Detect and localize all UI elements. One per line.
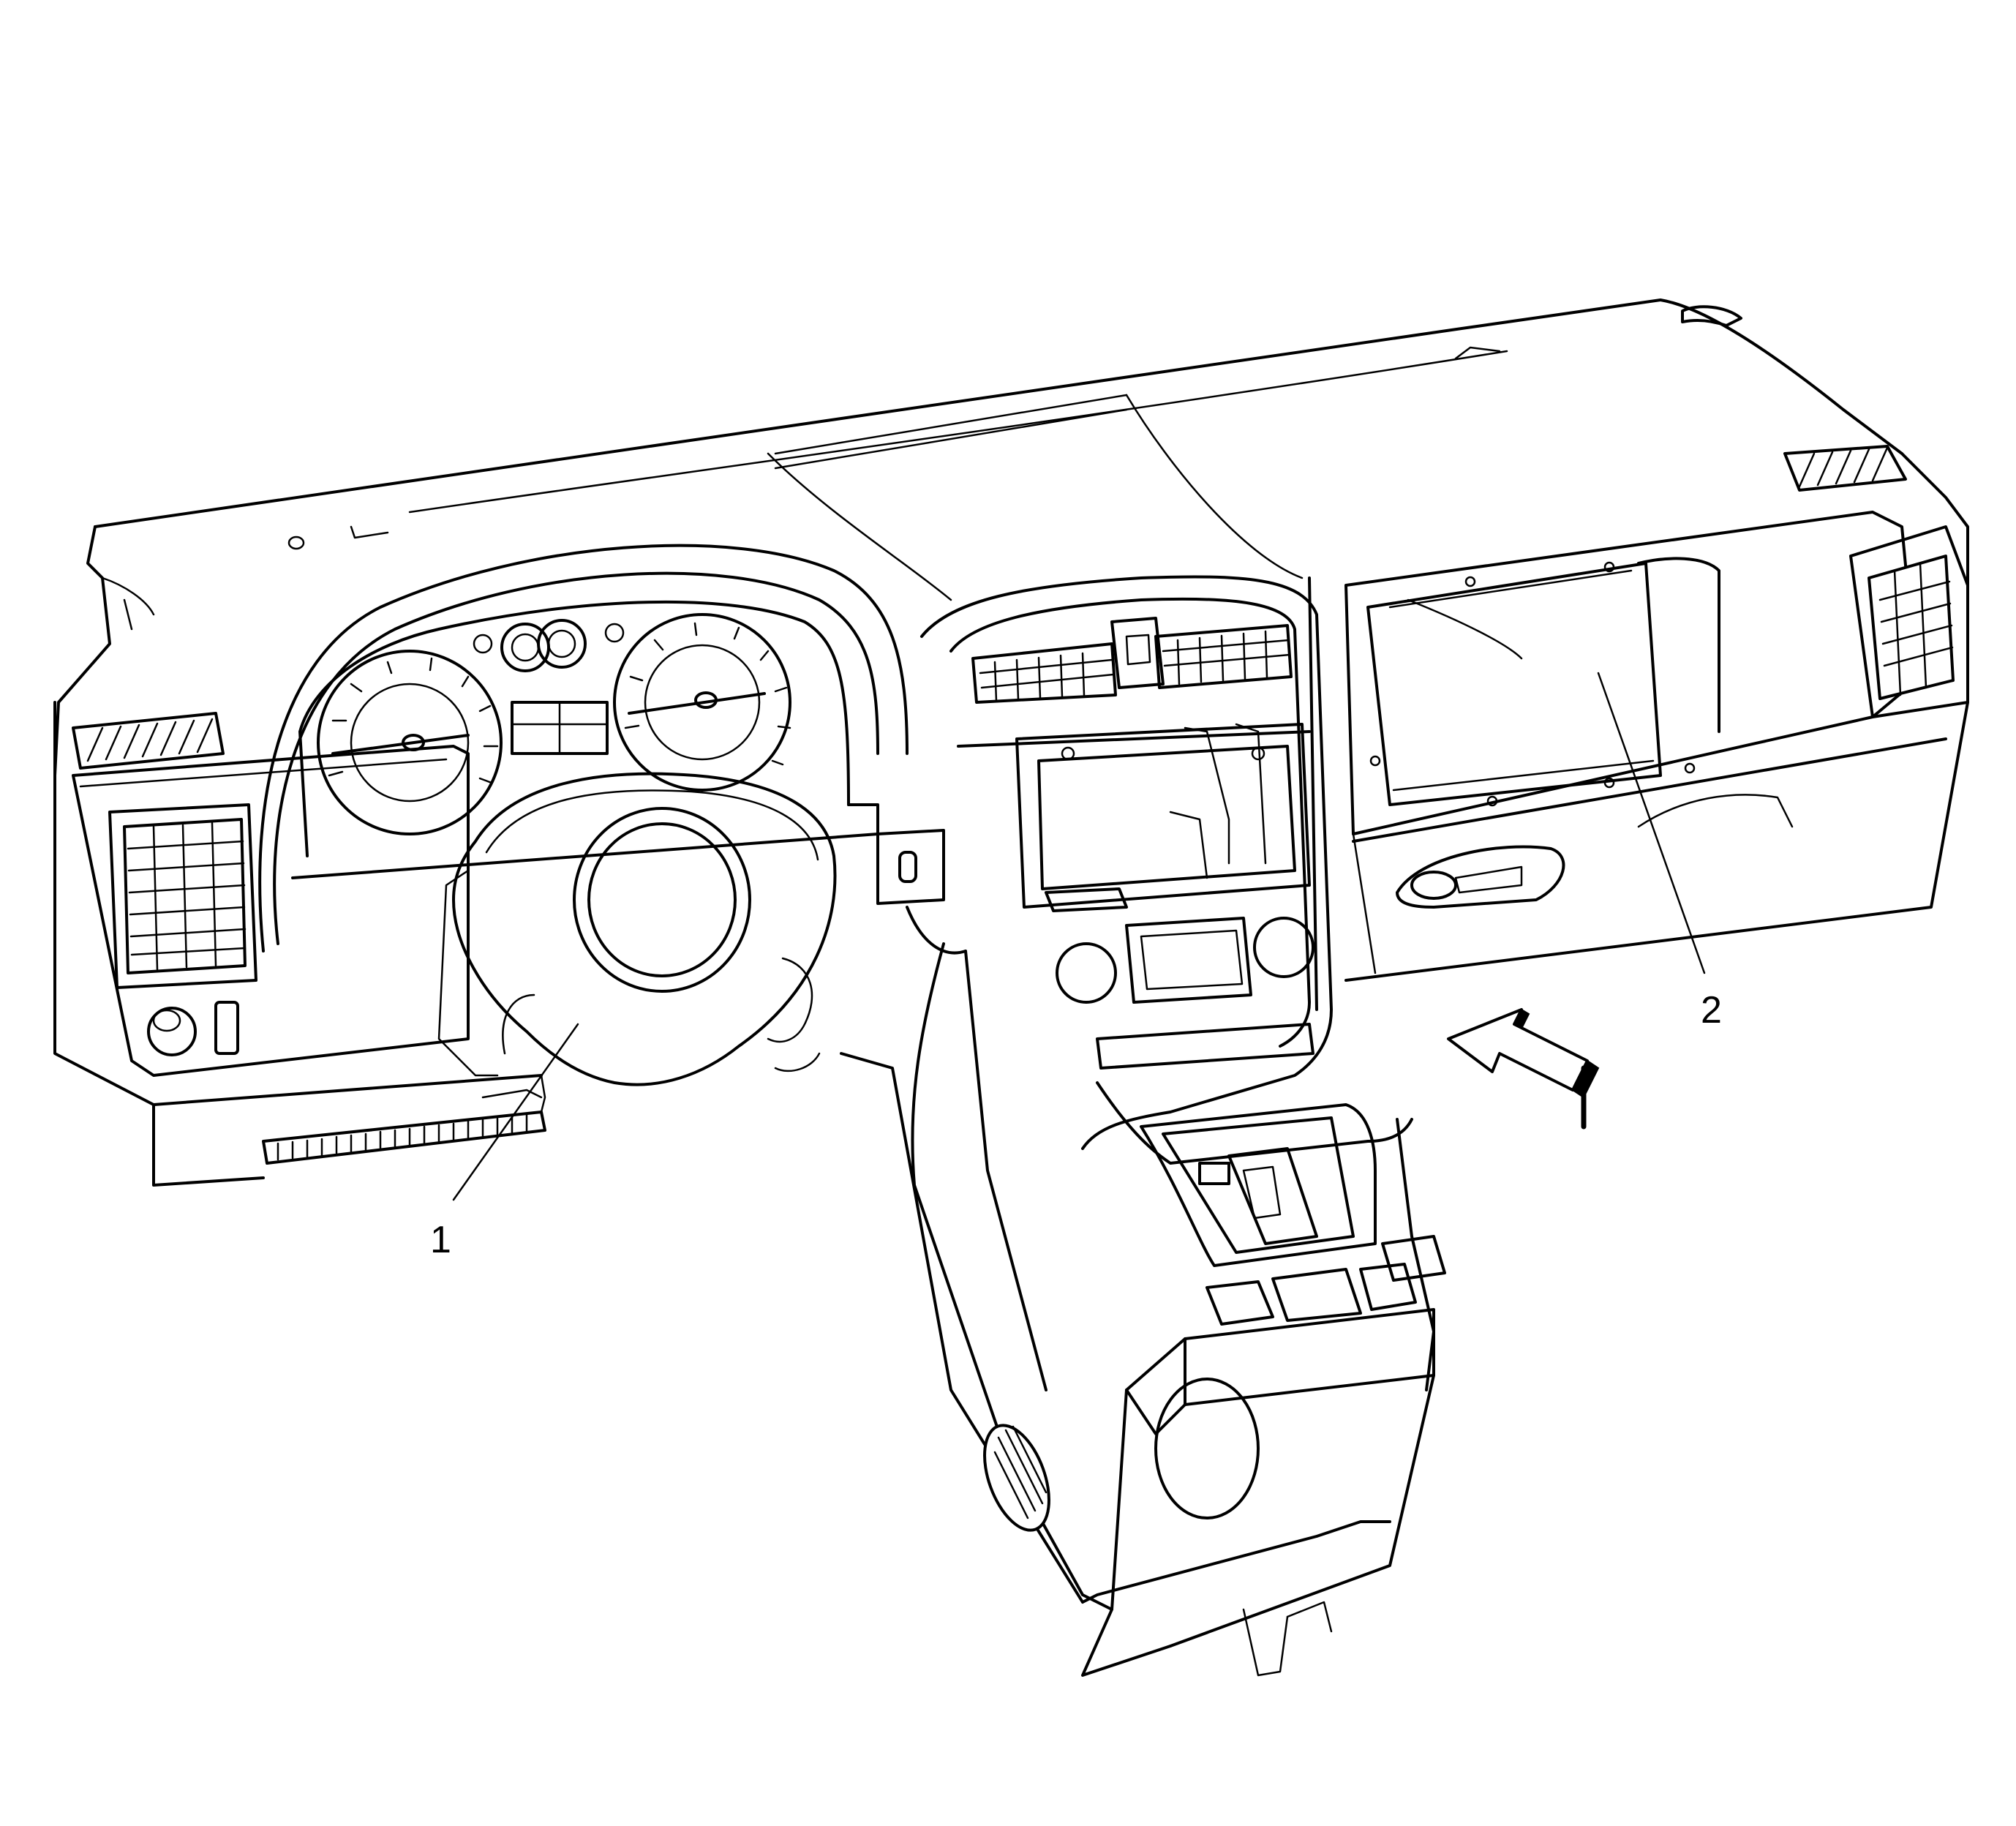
left-defrost-vent <box>72 712 225 770</box>
headlamp-knob-icon <box>147 1007 197 1056</box>
callout-1-leader <box>452 1023 579 1201</box>
dash-right-end <box>1344 445 1969 982</box>
climate-knob-left <box>1056 942 1117 1004</box>
glove-box-latch <box>1396 845 1565 909</box>
dash-left-shell <box>53 525 543 1187</box>
callout-2-label: 2 <box>1701 989 1722 1032</box>
dimmer-switch-icon <box>214 1001 239 1055</box>
callout-2: 2 <box>1597 672 1722 1032</box>
steering-wheel-airbag <box>437 772 837 1099</box>
center-left-switch <box>847 803 967 955</box>
shift-lock-button <box>1198 1162 1230 1185</box>
climate-knob-right <box>1253 917 1314 978</box>
speedometer-gauge <box>317 650 503 835</box>
gauge-tick-marks <box>328 622 791 784</box>
temp-gauge <box>537 619 587 669</box>
right-defrost-vent <box>1783 445 1907 492</box>
center-stack <box>920 575 1333 1150</box>
callout-1-label: 1 <box>430 1219 451 1261</box>
console-cup-lid <box>1154 1378 1260 1519</box>
shift-gate <box>1227 1147 1318 1245</box>
console-speaker-grille <box>983 1424 1050 1532</box>
hazard-switch-icon <box>898 851 917 883</box>
tachometer-gauge <box>613 613 791 792</box>
lower-left-vent-strip <box>262 1074 546 1165</box>
left-air-vent <box>108 803 257 1056</box>
view-direction-arrow-icon <box>1447 1008 1600 1130</box>
hazard-button <box>1110 617 1165 689</box>
callout-2-leader <box>1597 672 1706 974</box>
callout-1: 1 <box>430 1023 579 1261</box>
floor-console <box>840 942 1446 1677</box>
instrument-cluster <box>258 544 909 953</box>
climate-display <box>1125 917 1252 1004</box>
airbag-emblem <box>573 807 751 993</box>
dash-top-surface <box>94 298 1903 601</box>
